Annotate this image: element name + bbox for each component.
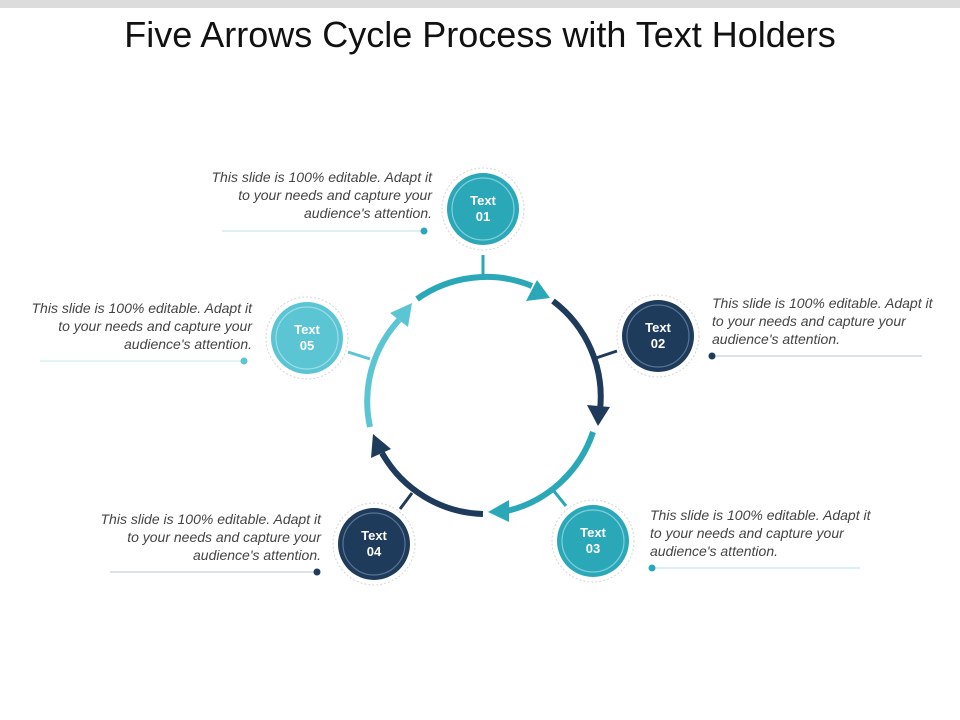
arrowhead-3: [488, 500, 509, 522]
underline-dot-1: [420, 227, 428, 235]
node-02-label-line2: 02: [650, 336, 666, 351]
arc-3: [506, 431, 596, 514]
node-02: [616, 294, 700, 378]
arrowhead-4: [371, 434, 391, 458]
top-bar: [0, 0, 960, 8]
connector-2: [595, 349, 618, 360]
underline-dot-4: [313, 568, 321, 576]
arc-5: [364, 317, 402, 428]
node-03-label-line1: Text: [580, 525, 606, 540]
node-01-description: This slide is 100% editable. Adapt it to…: [211, 169, 433, 221]
node-03-label-line2: 03: [585, 541, 601, 556]
node-04-label: Text 04: [344, 528, 404, 560]
node-03-label: Text 03: [563, 525, 623, 557]
arc-4: [379, 451, 484, 517]
arrowhead-2: [587, 405, 610, 426]
page-title: Five Arrows Cycle Process with Text Hold…: [124, 14, 836, 55]
node-05-label-line2: 05: [299, 338, 315, 353]
node-03-description: This slide is 100% editable. Adapt it to…: [650, 507, 871, 559]
node-04: [332, 502, 416, 586]
node-04-description: This slide is 100% editable. Adapt it to…: [100, 511, 322, 563]
node-05-label-line1: Text: [294, 322, 320, 337]
arc-1: [415, 274, 534, 302]
node-01: [441, 167, 525, 251]
node-05-label: Text 05: [277, 322, 337, 354]
node-03: [551, 499, 635, 583]
node-04-label-line1: Text: [361, 528, 387, 543]
node-01-label-line2: 01: [475, 209, 491, 224]
node-02-description: This slide is 100% editable. Adapt it to…: [712, 295, 933, 347]
connector-4: [398, 492, 414, 510]
underline-dot-5: [240, 357, 248, 365]
node-05: [265, 296, 349, 380]
underline-dot-3: [648, 564, 656, 572]
arc-2: [551, 298, 604, 411]
node-04-label-line2: 04: [366, 544, 382, 559]
node-02-label: Text 02: [628, 320, 688, 352]
underline-dot-2: [708, 352, 716, 360]
arrowhead-1: [526, 280, 550, 301]
connector-3: [551, 489, 568, 507]
arrowhead-5: [390, 303, 412, 327]
node-05-description: This slide is 100% editable. Adapt it to…: [31, 300, 253, 352]
connector-5: [347, 350, 371, 361]
node-01-label: Text 01: [453, 193, 513, 225]
node-01-label-line1: Text: [470, 193, 496, 208]
node-02-label-line1: Text: [645, 320, 671, 335]
